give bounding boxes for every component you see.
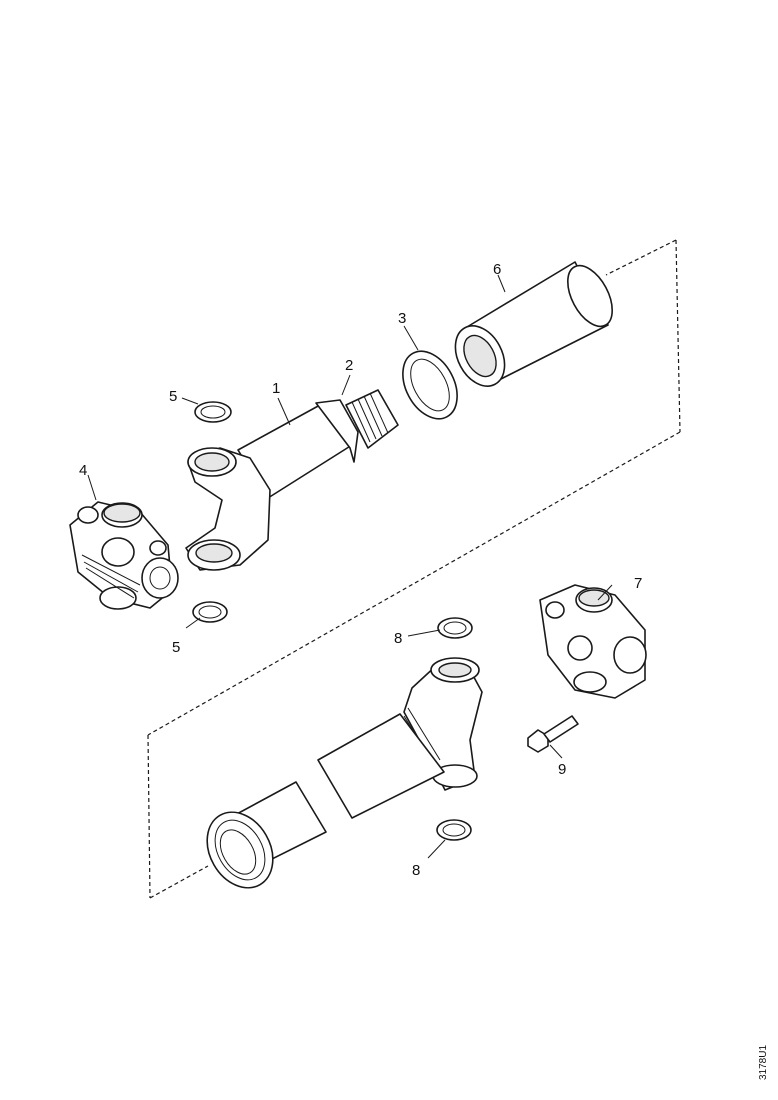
universal-joint-upper <box>69 501 179 610</box>
seal-ring <box>402 350 458 420</box>
universal-joint-lower <box>539 584 647 699</box>
slip-yoke-shaft <box>185 399 359 571</box>
callout-6: 6 <box>493 261 501 278</box>
callout-5-lower: 5 <box>172 639 180 656</box>
callout-5-upper: 5 <box>169 388 177 405</box>
assembly-group-outline <box>147 239 681 899</box>
callout-1: 1 <box>272 380 280 397</box>
callout-4: 4 <box>79 462 87 479</box>
bearing-ring-8-upper <box>437 617 473 639</box>
cap-screw <box>527 715 579 753</box>
callout-8-lower: 8 <box>412 862 420 879</box>
callout-8-upper: 8 <box>394 630 402 647</box>
driveshaft-tube <box>206 713 445 889</box>
callout-9: 9 <box>558 761 566 778</box>
slip-sleeve-tube <box>454 261 613 387</box>
callout-3: 3 <box>398 310 406 327</box>
leader-lines <box>87 274 613 859</box>
figure-reference-code: 3178U1 <box>758 1045 769 1080</box>
bearing-ring-5-lower <box>192 601 228 623</box>
bearing-ring-8-lower <box>436 819 472 841</box>
callout-7: 7 <box>634 575 642 592</box>
bearing-ring-5-upper <box>194 401 232 423</box>
callout-2: 2 <box>345 357 353 374</box>
splined-stub-shaft <box>345 389 399 449</box>
